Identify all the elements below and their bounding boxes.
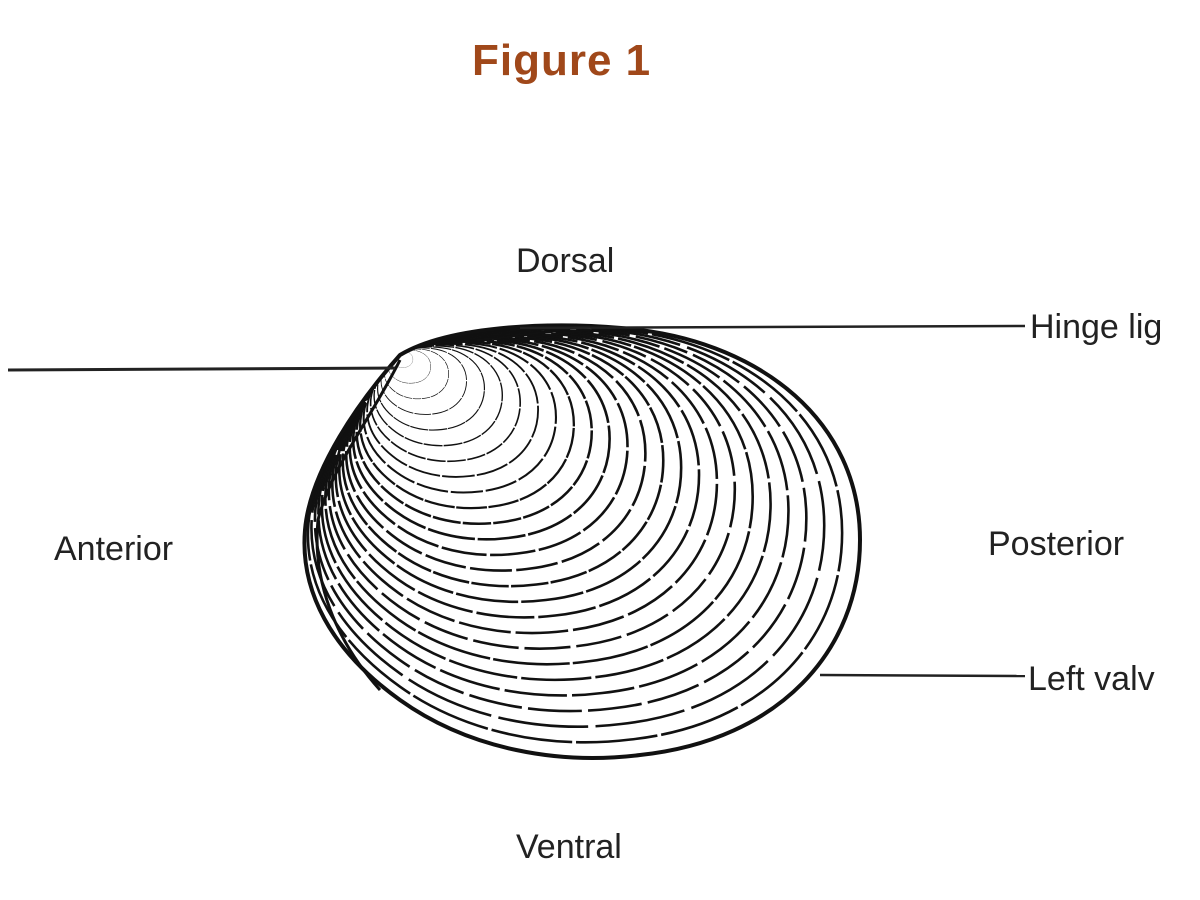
label-dorsal: Dorsal [516, 242, 615, 280]
growth-line [373, 345, 504, 447]
left-valve-leader-line [819, 673, 1026, 678]
anterior-ridge [315, 359, 402, 692]
growth-line [341, 335, 665, 588]
shell-outline [302, 323, 863, 760]
growth-line [362, 341, 558, 494]
label-posterior: Posterior [988, 525, 1125, 563]
growth-line [380, 347, 468, 415]
label-hinge-ligament: Hinge lig [1030, 308, 1163, 346]
growth-line [331, 332, 719, 635]
growth-line [348, 337, 629, 557]
growth-line [359, 340, 576, 510]
figure-title: Figure 1 [472, 36, 652, 85]
growth-line [377, 346, 485, 431]
label-anterior: Anterior [54, 530, 174, 568]
growth-line [310, 326, 826, 728]
growth-line [366, 342, 540, 478]
label-ventral: Ventral [516, 828, 622, 866]
label-left-valve: Left valv [1028, 660, 1155, 698]
umbo-leader-line [7, 366, 396, 372]
growth-line [317, 328, 790, 697]
growth-line [351, 338, 611, 541]
growth-line [320, 329, 772, 682]
growth-line [369, 344, 522, 463]
hinge-leader-line [519, 324, 1026, 330]
growth-line [355, 339, 594, 526]
growth-line [313, 327, 808, 713]
